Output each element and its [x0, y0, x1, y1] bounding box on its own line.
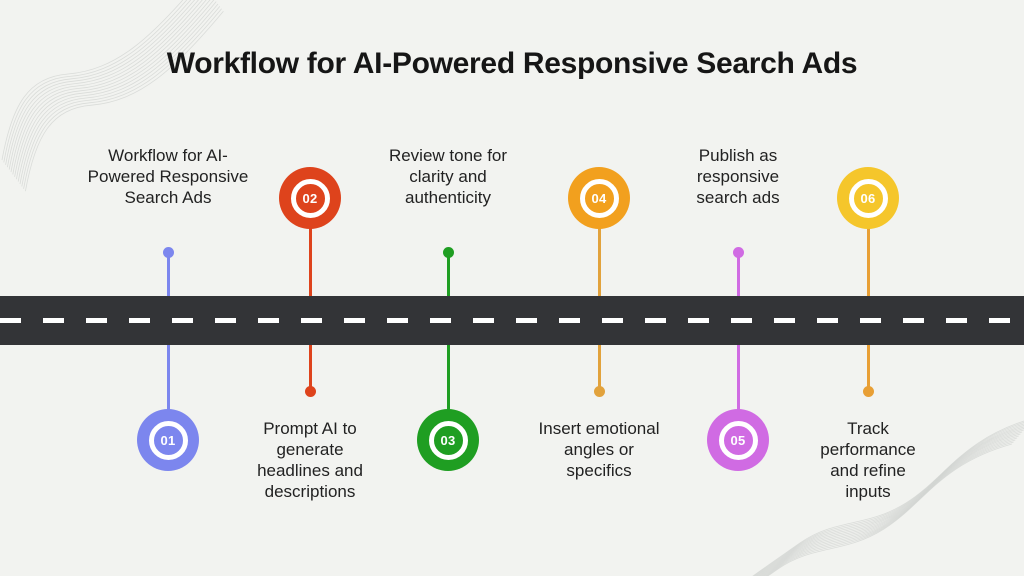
top-left-wave-icon: [8, 0, 199, 170]
top-left-wave-icon: [7, 0, 196, 168]
step-1-label: Workflow for AI- Powered Responsive Sear…: [87, 146, 249, 207]
step-1-number: 01: [160, 432, 176, 448]
bottom-right-wave-icon: [758, 429, 1024, 576]
top-left-wave-icon: [14, 0, 211, 177]
top-left-wave-icon: [19, 3, 219, 185]
top-left-wave-icon: [5, 0, 192, 165]
bottom-right-wave-icon: [767, 443, 1013, 576]
bottom-right-wave-icon: [752, 420, 1024, 576]
page-title: Workflow for AI-Powered Responsive Searc…: [166, 47, 858, 80]
bottom-right-wave-icon: [765, 441, 1014, 576]
step-4-number: 04: [591, 190, 607, 206]
top-left-wave-icon: [10, 0, 203, 173]
bottom-right-wave-icon: [757, 428, 1024, 576]
bottom-right-wave-icon: [754, 423, 1024, 576]
step-4-label: Insert emotional angles or specifics: [538, 419, 660, 480]
top-left-wave-icon: [17, 1, 217, 182]
step-6-marker: 06: [837, 167, 899, 229]
bottom-right-wave-icon: [753, 422, 1024, 576]
step-5-marker-ring: 05: [718, 420, 758, 460]
step-2-number: 02: [302, 190, 318, 206]
step-3-number: 03: [440, 432, 456, 448]
bottom-right-wave-icon: [756, 426, 1024, 576]
step-2-marker-ring: 02: [290, 178, 330, 218]
step-4-marker-ring: 04: [579, 178, 619, 218]
bottom-right-wave-icon: [763, 437, 1018, 576]
step-6-number: 06: [860, 190, 876, 206]
step-5-label: Publish as responsive search ads: [696, 146, 780, 207]
top-left-wave-icon: [3, 0, 188, 163]
step-1-marker: 01: [137, 409, 199, 471]
top-left-wave-icon: [23, 8, 222, 189]
step-2-connector-dot: [304, 386, 316, 397]
step-6-connector-dot: [862, 386, 874, 397]
step-4-connector-dot: [593, 386, 605, 397]
top-left-wave-icon: [1, 0, 184, 161]
bottom-right-wave-icon: [761, 433, 1021, 576]
step-4-marker: 04: [568, 167, 630, 229]
bottom-right-wave-icon: [755, 425, 1024, 576]
road: [0, 296, 1024, 345]
step-1-marker-ring: 01: [148, 420, 188, 460]
top-left-wave-icon: [16, 0, 215, 180]
top-left-wave-icon: [12, 0, 207, 175]
road-center-dashes: [0, 318, 1024, 323]
step-3-marker: 03: [417, 409, 479, 471]
step-5-connector-dot: [732, 247, 744, 258]
step-5-marker: 05: [707, 409, 769, 471]
bottom-right-wave-icon: [764, 439, 1016, 576]
step-3-label: Review tone for clarity and authenticity: [388, 146, 508, 207]
step-6-marker-ring: 06: [848, 178, 888, 218]
step-2-marker: 02: [279, 167, 341, 229]
step-5-number: 05: [730, 432, 746, 448]
step-3-marker-ring: 03: [428, 420, 468, 460]
bottom-right-wave-icon: [760, 431, 1023, 576]
top-left-wave-icon: [21, 6, 221, 187]
step-3-connector-dot: [442, 247, 454, 258]
step-1-connector-dot: [162, 247, 174, 258]
step-2-label: Prompt AI to generate headlines and desc…: [257, 419, 363, 501]
bottom-right-wave-icon: [762, 435, 1019, 576]
step-6-label: Track performance and refine inputs: [820, 419, 916, 501]
top-left-wave-icon: [25, 10, 224, 192]
